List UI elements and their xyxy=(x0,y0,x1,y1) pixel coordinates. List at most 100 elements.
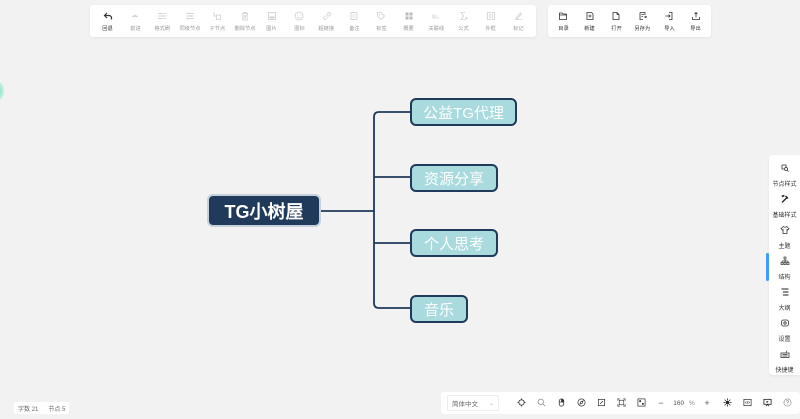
presentation-button[interactable] xyxy=(757,393,777,413)
compass-button[interactable] xyxy=(571,393,591,413)
format-brush-button[interactable]: 格式刷 xyxy=(149,5,176,37)
compass-icon xyxy=(577,394,586,412)
sidebar-item-settings[interactable]: 设置 xyxy=(769,313,800,344)
search-button[interactable] xyxy=(531,393,551,413)
settings-icon xyxy=(780,315,790,333)
redo-button[interactable]: 前进 xyxy=(121,5,148,37)
edge-glow-indicator xyxy=(0,82,4,100)
child-node-button[interactable]: 子节点 xyxy=(204,5,231,37)
fit-icon xyxy=(617,394,626,412)
child-node-1[interactable]: 公益TG代理 xyxy=(410,98,517,126)
sibling-node-icon xyxy=(184,10,196,22)
mindmap-canvas[interactable] xyxy=(0,44,765,389)
sidebar-item-node-style[interactable]: 节点样式 xyxy=(769,159,800,190)
child-node-icon xyxy=(211,10,223,22)
association-line-button[interactable]: 关联线 xyxy=(423,5,450,37)
outline-icon xyxy=(780,284,790,302)
save-as-button[interactable]: 另存为 xyxy=(630,5,657,37)
undo-button[interactable]: 回退 xyxy=(94,5,121,37)
new-file-button[interactable]: 新建 xyxy=(577,5,604,37)
base-style-icon xyxy=(780,191,790,209)
undo-icon xyxy=(102,10,114,22)
sun-icon xyxy=(722,394,732,412)
association-line-icon xyxy=(430,10,442,22)
delete-node-button[interactable]: 删除节点 xyxy=(231,5,258,37)
formula-button[interactable]: 公式 xyxy=(450,5,477,37)
sidebar-item-base-style[interactable]: 基础样式 xyxy=(769,190,800,221)
zoom-out-button[interactable]: − xyxy=(651,393,671,413)
presentation-icon xyxy=(762,394,772,412)
language-select[interactable]: 简体中文 ⌄ xyxy=(447,395,499,411)
edit-toolbar: 回退 前进 格式刷 同级节点 子节点 删除节点 图片 图标 超链接 备注 标签 xyxy=(90,5,536,37)
marker-button[interactable]: 标记 xyxy=(505,5,532,37)
root-node[interactable]: TG小树屋 xyxy=(207,194,321,227)
image-button[interactable]: 图片 xyxy=(258,5,285,37)
directory-button[interactable]: 目录 xyxy=(550,5,577,37)
redo-icon xyxy=(129,10,141,22)
sidebar-item-structure[interactable]: 结构 xyxy=(769,252,800,283)
node-style-icon xyxy=(780,160,790,178)
keyboard-icon xyxy=(780,346,790,364)
export-icon xyxy=(690,10,702,22)
sidebar-item-shortcuts[interactable]: 快捷键 xyxy=(769,344,800,375)
fullscreen-button[interactable] xyxy=(631,393,651,413)
sidebar-item-outline[interactable]: 大纲 xyxy=(769,282,800,313)
chevron-down-icon: ⌄ xyxy=(488,400,494,407)
note-button[interactable]: 备注 xyxy=(340,5,367,37)
structure-icon xyxy=(780,253,790,271)
plus-icon: + xyxy=(704,398,710,408)
sidebar-item-theme[interactable]: 主题 xyxy=(769,221,800,252)
right-sidebar: 节点样式 基础样式 主题 结构 大纲 设置 快捷键 xyxy=(769,155,800,375)
formula-icon xyxy=(458,10,470,22)
locate-icon xyxy=(516,394,526,412)
edit-icon xyxy=(597,394,606,412)
save-as-icon xyxy=(637,10,649,22)
search-icon xyxy=(537,394,546,412)
theme-icon xyxy=(779,222,790,240)
summary-icon xyxy=(403,10,415,22)
zoom-level: 160 % xyxy=(673,399,695,407)
help-icon xyxy=(783,394,792,412)
sibling-node-button[interactable]: 同级节点 xyxy=(176,5,203,37)
code-icon xyxy=(743,394,752,412)
zoom-in-button[interactable]: + xyxy=(697,393,717,413)
note-icon xyxy=(348,10,360,22)
import-button[interactable]: 导入 xyxy=(656,5,683,37)
sidebar-active-indicator xyxy=(766,253,769,281)
document-stats: 字数 21 节点 5 xyxy=(14,402,70,414)
delete-node-icon xyxy=(239,10,251,22)
edit-button[interactable] xyxy=(591,393,611,413)
open-file-icon xyxy=(610,10,622,22)
child-node-2[interactable]: 资源分享 xyxy=(410,164,498,192)
link-icon xyxy=(321,10,333,22)
mouse-mode-button[interactable] xyxy=(551,393,571,413)
fit-canvas-button[interactable] xyxy=(611,393,631,413)
word-count: 字数 21 xyxy=(18,406,39,413)
marker-icon xyxy=(512,10,524,22)
emoji-icon xyxy=(293,10,305,22)
format-brush-icon xyxy=(156,10,168,22)
frame-button[interactable]: 外框 xyxy=(477,5,504,37)
minus-icon: − xyxy=(658,398,664,408)
image-icon xyxy=(266,10,278,22)
emoji-button[interactable]: 图标 xyxy=(286,5,313,37)
child-node-3[interactable]: 个人思考 xyxy=(410,229,498,257)
mouse-icon xyxy=(557,394,566,412)
new-file-icon xyxy=(584,10,596,22)
child-node-4[interactable]: 音乐 xyxy=(410,295,468,323)
frame-icon xyxy=(485,10,497,22)
fullscreen-icon xyxy=(637,394,646,412)
tag-button[interactable]: 标签 xyxy=(368,5,395,37)
tag-icon xyxy=(375,10,387,22)
open-file-button[interactable]: 打开 xyxy=(603,5,630,37)
import-icon xyxy=(663,10,675,22)
locate-root-button[interactable] xyxy=(511,393,531,413)
bottom-toolbar: 简体中文 ⌄ − 160 % + xyxy=(441,392,800,414)
theme-toggle-button[interactable] xyxy=(717,393,737,413)
summary-button[interactable]: 概要 xyxy=(395,5,422,37)
source-code-button[interactable] xyxy=(737,393,757,413)
file-toolbar: 目录 新建 打开 另存为 导入 导出 xyxy=(548,5,711,37)
link-button[interactable]: 超链接 xyxy=(313,5,340,37)
help-button[interactable] xyxy=(777,393,797,413)
export-button[interactable]: 导出 xyxy=(683,5,710,37)
